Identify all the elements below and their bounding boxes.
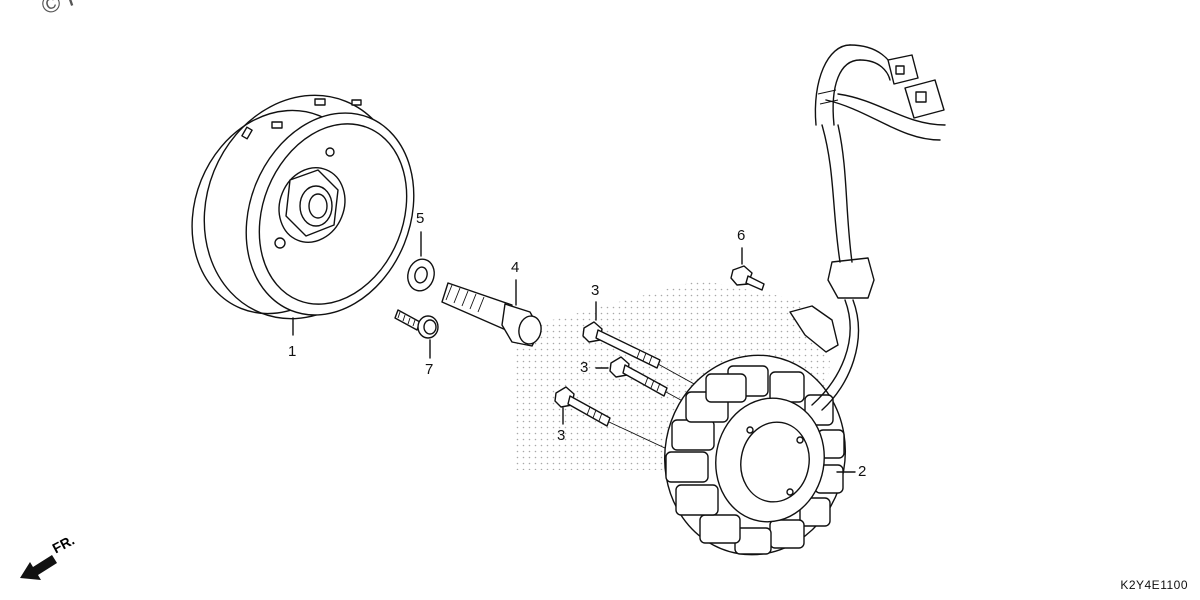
stator-bolt-upper[interactable] [582, 301, 706, 391]
wire-harness[interactable] [789, 44, 946, 411]
bolt-7[interactable] [394, 309, 439, 359]
flywheel[interactable] [162, 65, 443, 348]
callout-bolt-7: 7 [425, 361, 434, 378]
washer[interactable] [404, 231, 437, 294]
flywheel-bolt[interactable] [441, 279, 543, 347]
stator[interactable] [649, 341, 861, 569]
diagram-code: K2Y4E1100 [1120, 578, 1188, 592]
callout-flywheel-bolt: 4 [511, 259, 520, 276]
callout-stator: 2 [858, 463, 867, 480]
front-direction-arrow-icon [20, 555, 57, 580]
callout-stator-bolt-middle: 3 [580, 359, 589, 376]
callout-clamp-bolt: 6 [737, 227, 746, 244]
callout-stator-bolt-upper: 3 [591, 282, 600, 299]
callout-flywheel: 1 [288, 343, 297, 360]
stator-bolt-middle[interactable] [595, 356, 691, 406]
callout-stator-bolt-lower: 3 [557, 427, 566, 444]
callout-washer: 5 [416, 210, 425, 227]
clamp-bolt[interactable] [730, 247, 765, 291]
stator-bolt-lower[interactable] [554, 386, 681, 456]
